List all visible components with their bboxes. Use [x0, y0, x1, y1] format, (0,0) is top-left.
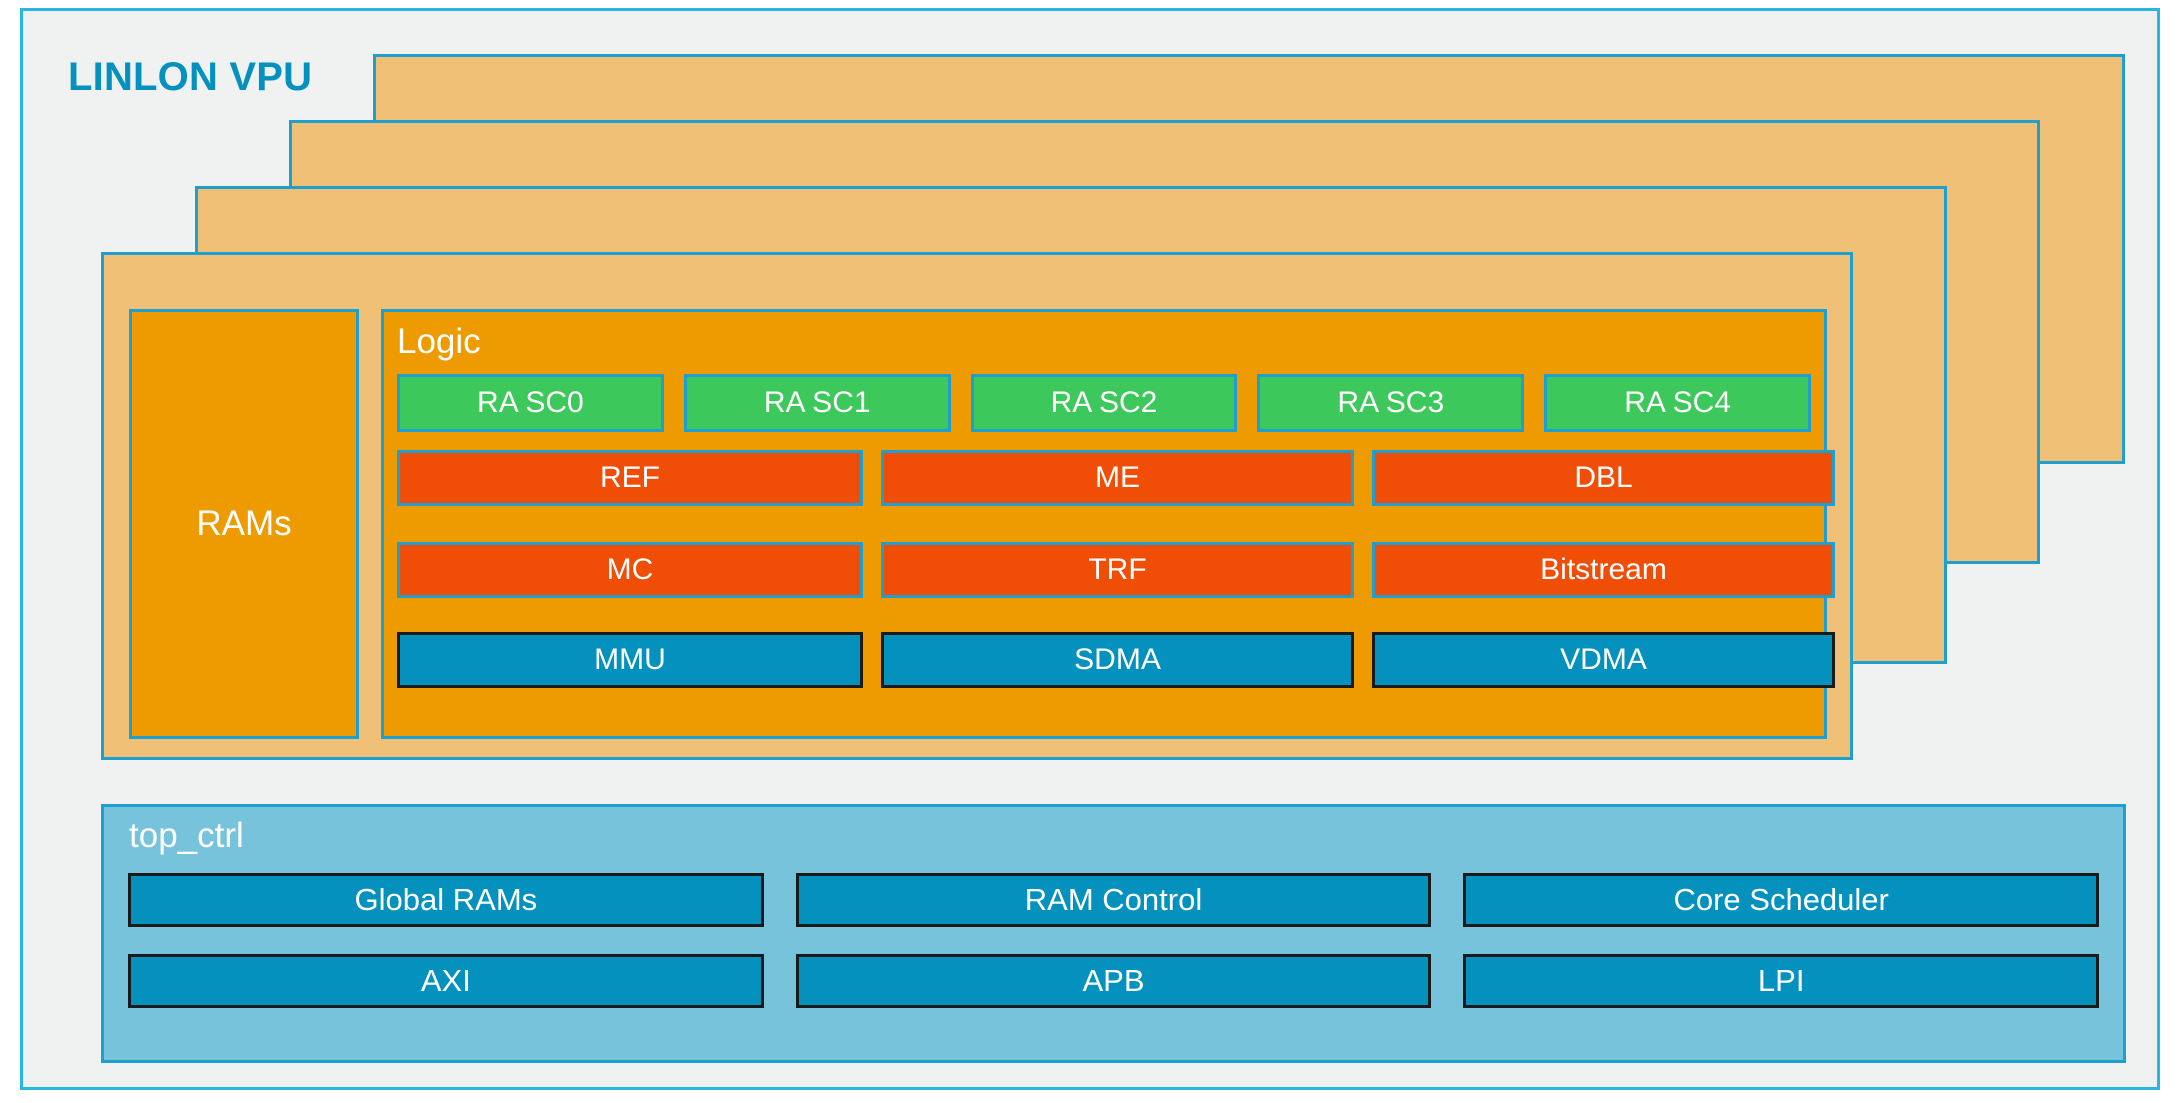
- top-ctrl-row-2: AXI APB LPI: [128, 954, 2100, 1008]
- block-ra-sc0[interactable]: RA SC0: [397, 374, 664, 432]
- block-bitstream[interactable]: Bitstream: [1372, 542, 1835, 598]
- block-ra-sc1[interactable]: RA SC1: [683, 374, 951, 432]
- block-mc[interactable]: MC: [397, 542, 863, 598]
- logic-row-dma: MMU SDMA VDMA: [397, 632, 1835, 688]
- block-ra-sc2[interactable]: RA SC2: [970, 374, 1238, 432]
- block-ra-sc3[interactable]: RA SC3: [1257, 374, 1525, 432]
- vpu-outer-frame: LINLON VPU Core 3 Core 2 Core 1 Core 0 R…: [20, 8, 2160, 1090]
- block-rams-label: RAMs: [196, 504, 292, 543]
- logic-row-ref: REF ME DBL: [397, 450, 1835, 506]
- block-me[interactable]: ME: [881, 450, 1354, 506]
- logic-panel-label: Logic: [397, 322, 481, 361]
- block-apb[interactable]: APB: [795, 954, 1432, 1008]
- block-trf[interactable]: TRF: [881, 542, 1354, 598]
- block-dbl[interactable]: DBL: [1372, 450, 1835, 506]
- top-ctrl-row-1: Global RAMs RAM Control Core Scheduler: [128, 873, 2100, 927]
- block-axi[interactable]: AXI: [128, 954, 764, 1008]
- block-core-scheduler[interactable]: Core Scheduler: [1463, 873, 2100, 927]
- page-title: LINLON VPU: [68, 55, 313, 99]
- block-mmu[interactable]: MMU: [397, 632, 863, 688]
- logic-row-ra-slices: RA SC0 RA SC1 RA SC2 RA SC3 RA SC4: [397, 374, 1811, 432]
- top-ctrl-panel[interactable]: top_ctrl Global RAMs RAM Control Core Sc…: [101, 804, 2126, 1063]
- top-ctrl-label: top_ctrl: [129, 816, 244, 855]
- block-vdma[interactable]: VDMA: [1372, 632, 1835, 688]
- block-lpi[interactable]: LPI: [1463, 954, 2100, 1008]
- block-rams[interactable]: RAMs: [129, 309, 359, 739]
- logic-row-mc: MC TRF Bitstream: [397, 542, 1835, 598]
- block-ra-sc4[interactable]: RA SC4: [1544, 374, 1811, 432]
- block-global-rams[interactable]: Global RAMs: [128, 873, 764, 927]
- block-ram-control[interactable]: RAM Control: [795, 873, 1432, 927]
- logic-panel[interactable]: Logic RA SC0 RA SC1 RA SC2 RA SC3 RA SC4…: [381, 309, 1835, 739]
- block-sdma[interactable]: SDMA: [881, 632, 1354, 688]
- block-ref[interactable]: REF: [397, 450, 863, 506]
